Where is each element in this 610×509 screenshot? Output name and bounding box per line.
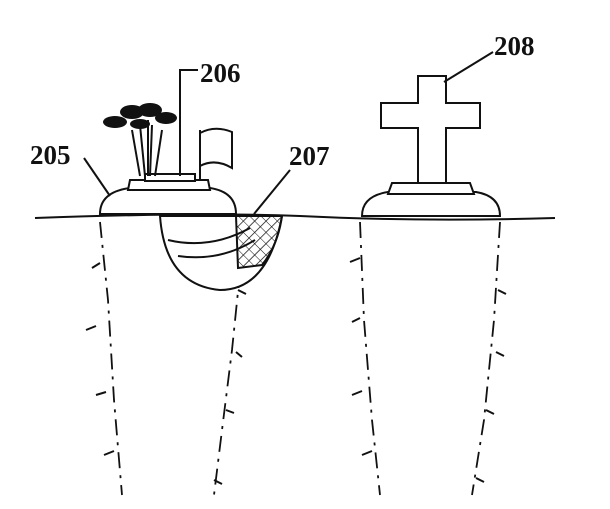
flowers-icon: [103, 103, 177, 177]
underground-boundary-lines: [85, 221, 507, 496]
label-207: 207: [289, 141, 330, 171]
label-205: 205: [30, 140, 71, 170]
flag-icon: [199, 127, 233, 180]
cross-icon: [380, 75, 481, 184]
leader-lines: [83, 51, 494, 215]
left-grave-mound: [98, 173, 238, 215]
label-206: 206: [200, 58, 241, 88]
burial-container: [158, 215, 284, 292]
right-grave-mound: [360, 182, 502, 217]
label-208: 208: [494, 31, 535, 61]
ground-line: [34, 213, 556, 221]
